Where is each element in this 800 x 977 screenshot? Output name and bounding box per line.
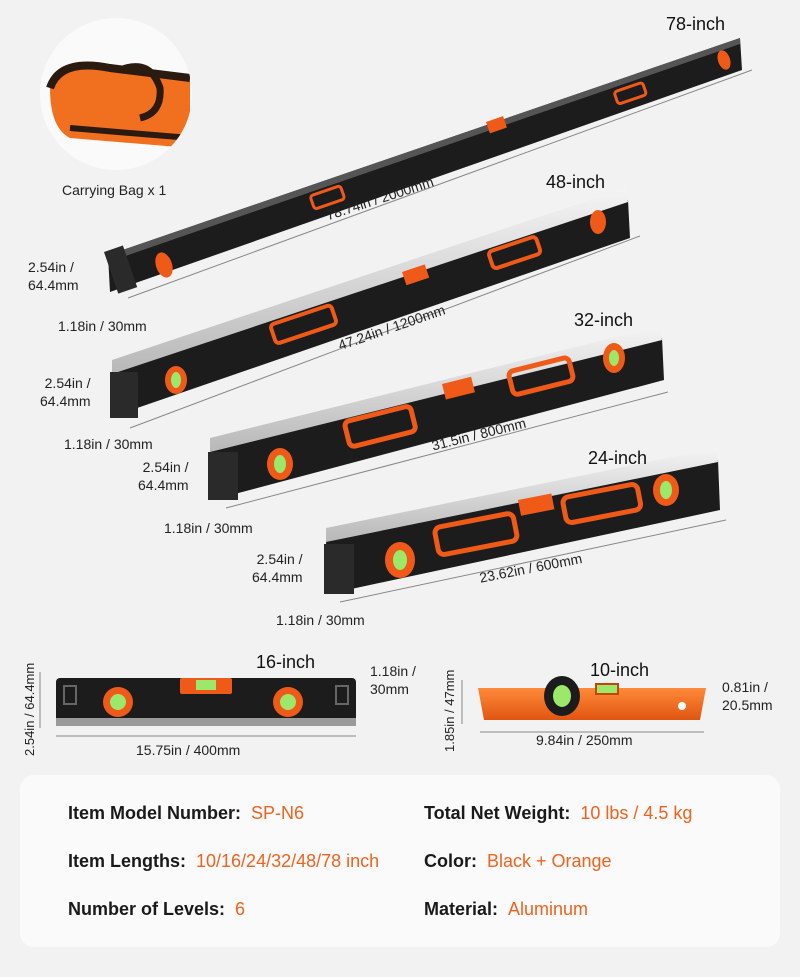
height-label-24: 2.54in /64.4mm (252, 551, 303, 585)
level-16-inch (56, 678, 356, 726)
spec-lengths-key: Item Lengths: (68, 851, 187, 871)
level-title-16: 16-inch (256, 652, 316, 672)
height-label-16: 2.54in / 64.4mm (22, 662, 37, 756)
level-78-inch (104, 38, 742, 294)
spec-color: Color: Black + Orange (424, 851, 612, 872)
level-10-inch (478, 676, 706, 720)
height-label-78: 2.54in /64.4mm (28, 259, 79, 293)
length-label-16: 15.75in / 400mm (136, 742, 241, 758)
spec-weight-value: 10 lbs / 4.5 kg (580, 803, 693, 823)
level-32-inch (208, 326, 664, 500)
height-label-10: 1.85in / 47mm (442, 669, 457, 752)
width-label-78: 1.18in / 30mm (58, 318, 147, 334)
width-label-48: 1.18in / 30mm (64, 436, 153, 452)
level-title-48: 48-inch (546, 172, 606, 192)
dim-line-24 (339, 519, 727, 603)
spec-levels-value: 6 (235, 899, 246, 919)
width-label-32: 1.18in / 30mm (164, 520, 253, 536)
carrying-bag-image (40, 18, 192, 170)
spec-material-value: Aluminum (508, 899, 589, 919)
spec-levels-key: Number of Levels: (68, 899, 226, 919)
spec-lengths-value: 10/16/24/32/48/78 inch (196, 851, 380, 871)
spec-lengths: Item Lengths: 10/16/24/32/48/78 inch (68, 851, 379, 872)
height-label-32: 2.54in /64.4mm (138, 459, 189, 493)
level-24-inch (324, 448, 720, 594)
level-title-78: 78-inch (666, 14, 726, 34)
spec-material: Material: Aluminum (424, 899, 588, 920)
length-label-10: 9.84in / 250mm (536, 732, 633, 748)
spec-weight-key: Total Net Weight: (424, 803, 571, 823)
spec-weight: Total Net Weight: 10 lbs / 4.5 kg (424, 803, 692, 824)
height-label-48: 2.54in /64.4mm (40, 375, 91, 409)
spec-levels: Number of Levels: 6 (68, 899, 245, 920)
specs-card: Item Model Number: SP-N6 Item Lengths: 10/… (20, 775, 780, 947)
level-title-24: 24-inch (588, 448, 648, 468)
spec-model-key: Item Model Number: (68, 803, 242, 823)
spec-color-key: Color: (424, 851, 477, 871)
dim-line-78 (127, 69, 753, 299)
width-label-16: 1.18in /30mm (370, 663, 416, 697)
width-label-24: 1.18in / 30mm (276, 612, 365, 628)
carrying-bag-label: Carrying Bag x 1 (62, 182, 167, 198)
level-48-inch (110, 188, 630, 418)
spec-material-key: Material: (424, 899, 499, 919)
spec-model-value: SP-N6 (251, 803, 305, 823)
product-illustration (39, 38, 753, 737)
width-label-10: 0.81in /20.5mm (722, 679, 773, 713)
dim-line-32 (225, 391, 669, 509)
spec-color-value: Black + Orange (487, 851, 612, 871)
spec-model: Item Model Number: SP-N6 (68, 803, 304, 824)
level-title-10: 10-inch (590, 660, 650, 680)
level-title-32: 32-inch (574, 310, 634, 330)
dim-line-48 (129, 235, 641, 429)
